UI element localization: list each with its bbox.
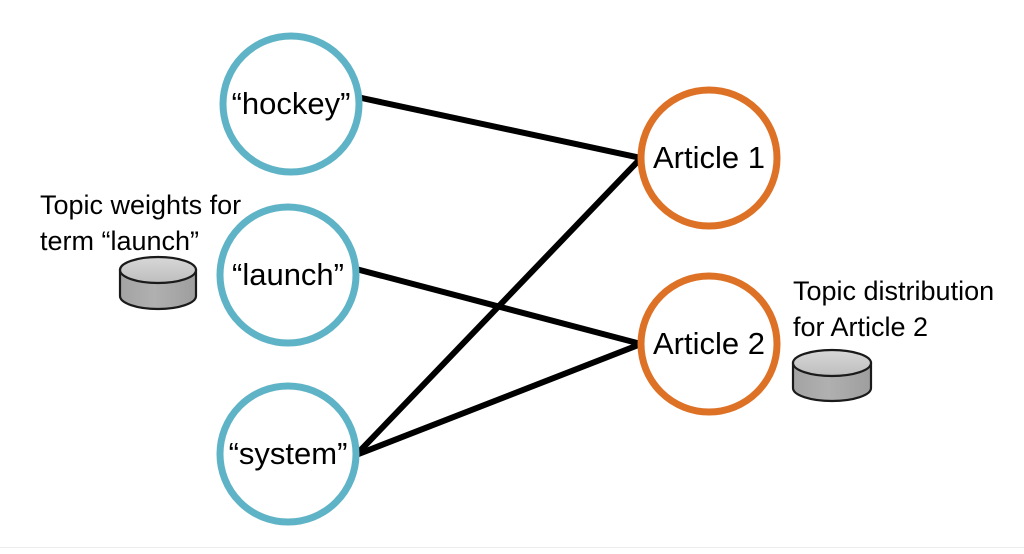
topic-weights-annotation-line-2: term “launch” (40, 226, 199, 256)
article-node-article2-circle[interactable] (637, 272, 781, 416)
topic-weights-database-icon (118, 255, 198, 311)
edge-hockey-article1 (354, 94, 644, 161)
article-node-article1-label: Article 1 (653, 140, 765, 175)
term-node-launch-label: “launch” (232, 257, 344, 292)
topic-distribution-annotation: Topic distribution for Article 2 (791, 276, 994, 403)
term-node-hockey-circle[interactable] (219, 32, 363, 176)
topic-weights-annotation-line-1: Topic weights for (40, 190, 241, 220)
bottom-divider (0, 547, 1024, 548)
term-node-launch[interactable]: “launch” (216, 203, 360, 347)
term-node-hockey[interactable]: “hockey” (219, 32, 363, 176)
term-node-launch-circle[interactable] (216, 203, 360, 347)
term-node-hockey-label: “hockey” (232, 86, 351, 121)
edge-system-article2 (353, 341, 644, 458)
term-node-system[interactable]: “system” (216, 382, 360, 526)
article-node-article1[interactable]: Article 1 (637, 86, 781, 230)
topic-weights-annotation: Topic weights for term “launch” (40, 190, 241, 311)
term-node-system-label: “system” (229, 436, 348, 471)
edge-system-article1 (353, 155, 644, 458)
term-node-system-circle[interactable] (216, 382, 360, 526)
article-node-article2[interactable]: Article 2 (637, 272, 781, 416)
edge-group (353, 94, 644, 458)
article-node-article1-circle[interactable] (637, 86, 781, 230)
article-node-article2-label: Article 2 (653, 326, 765, 361)
topic-distribution-database-icon (791, 348, 873, 403)
topic-distribution-annotation-line-1: Topic distribution (793, 276, 994, 306)
topic-distribution-annotation-line-2: for Article 2 (793, 312, 928, 342)
